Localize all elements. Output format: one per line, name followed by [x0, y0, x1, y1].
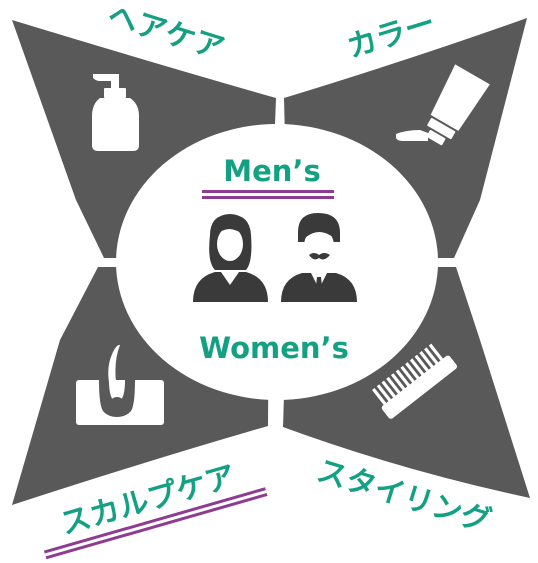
people-icon	[193, 213, 357, 302]
comb-icon	[372, 343, 457, 419]
pump-bottle-icon	[92, 74, 139, 151]
color-tube-icon	[396, 64, 490, 146]
center-title-underline-2	[202, 196, 334, 199]
center-circle	[116, 124, 438, 400]
hair-follicle-icon	[76, 344, 164, 425]
center-title-mens: Men’s	[223, 154, 320, 188]
label-scalp-care-underline	[43, 487, 268, 560]
center-title-womens: Women’s	[199, 331, 349, 365]
center-title-underline-1	[202, 190, 334, 193]
